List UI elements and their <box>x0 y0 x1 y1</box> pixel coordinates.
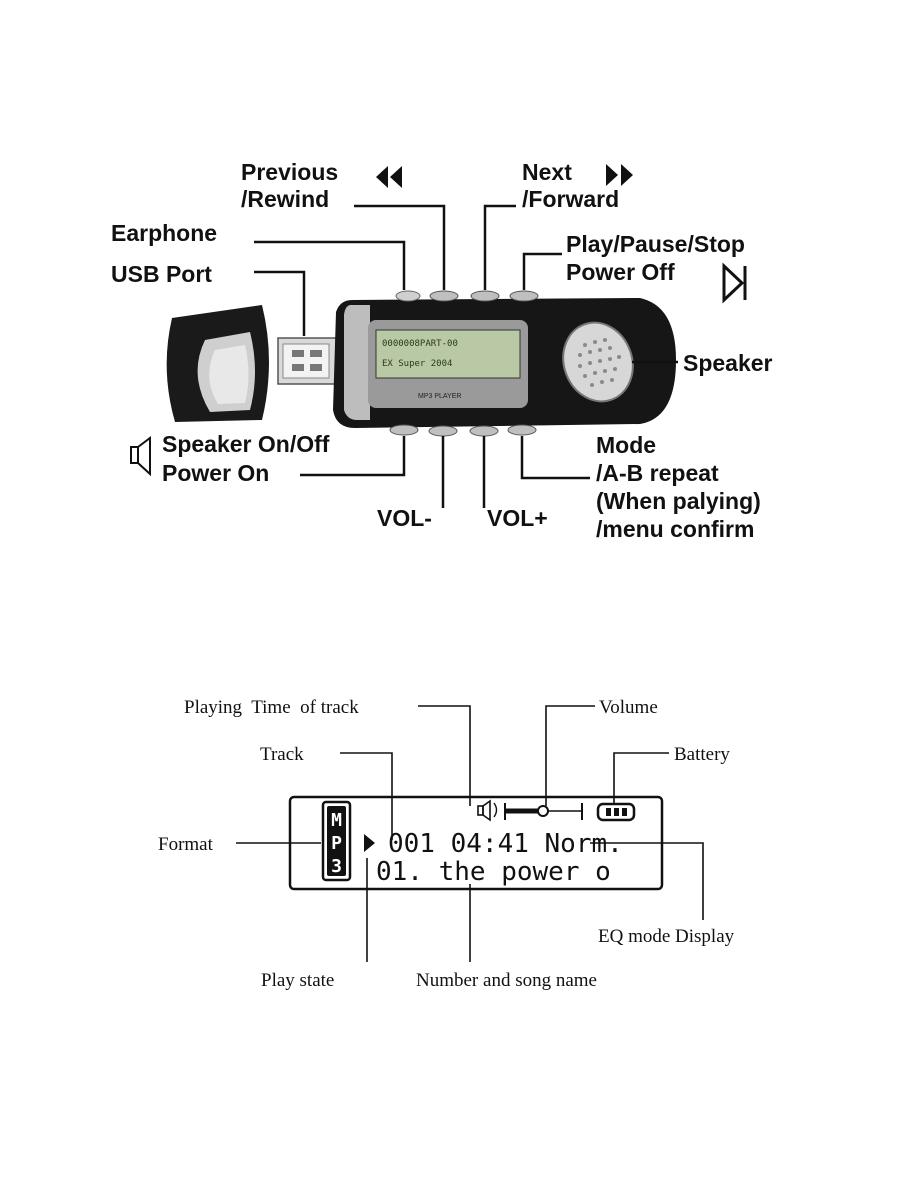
player-body: 0000008PART-00 EX Super 2004 MP3 PLAYER <box>333 290 676 437</box>
vol-plus-label: VOL+ <box>487 505 548 531</box>
vol-plus-button[interactable] <box>469 425 499 437</box>
battery-label: Battery <box>674 744 730 765</box>
mode-button[interactable] <box>507 424 537 436</box>
lcd-line1: 001 04:41 Norm. <box>388 829 623 859</box>
track-label: Track <box>260 744 304 765</box>
previous-label: Previous /Rewind <box>241 159 345 212</box>
volume-label: Volume <box>599 697 658 718</box>
forward-icon <box>606 164 633 186</box>
play-state-label: Play state <box>261 970 334 991</box>
play-pause-label: Play/Pause/Stop Power Off <box>566 231 751 285</box>
play-pause-button[interactable] <box>509 290 539 302</box>
speaker-onoff-label: Speaker On/Off Power On <box>162 431 336 486</box>
battery-icon <box>596 802 636 822</box>
device-screen-line2: EX Super 2004 <box>382 359 452 369</box>
format-letter-3: 3 <box>331 856 342 877</box>
player-leader-lines <box>254 204 678 508</box>
device-brand: MP3 PLAYER <box>418 393 461 400</box>
eq-mode-label: EQ mode Display <box>598 926 735 947</box>
next-button[interactable] <box>470 290 500 302</box>
usb-cap <box>166 305 269 422</box>
playing-time-label: Playing Time of track <box>184 697 359 718</box>
earphone-label: Earphone <box>111 220 217 246</box>
play-state-icon <box>364 834 375 852</box>
volume-icon <box>477 799 583 822</box>
lcd-figure: M P 3 001 04:41 Norm. 01. the power o <box>288 795 664 891</box>
device-screen-line1: 0000008PART-00 <box>382 339 458 349</box>
vol-minus-label: VOL- <box>377 505 432 531</box>
next-label: Next /Forward <box>522 159 619 212</box>
device-screen <box>375 329 521 379</box>
speaker-label: Speaker <box>683 350 773 376</box>
lcd-line2: 01. the power o <box>376 857 611 887</box>
usb-port-label: USB Port <box>111 261 212 287</box>
format-box: M P 3 <box>321 800 352 882</box>
format-letter-p: P <box>331 833 342 854</box>
lcd-labels: Playing Time of track Volume Track Batte… <box>158 697 735 991</box>
earphone-jack <box>395 290 421 302</box>
mp3-player-figure: 0000008PART-00 EX Super 2004 MP3 PLAYER <box>166 290 676 437</box>
play-pause-icon <box>722 262 747 304</box>
speaker-grille <box>562 321 634 403</box>
mode-label: Mode /A-B repeat (When palying) /menu co… <box>596 432 767 542</box>
player-labels: Previous /Rewind Next /Forward Earphone … <box>111 159 773 542</box>
lcd-leader-lines <box>236 705 704 962</box>
previous-button[interactable] <box>429 290 459 302</box>
speaker-onoff-button[interactable] <box>389 424 419 436</box>
usb-connector <box>277 337 337 385</box>
rewind-icon <box>376 166 402 188</box>
vol-minus-button[interactable] <box>428 425 458 437</box>
number-song-label: Number and song name <box>416 970 597 991</box>
speaker-icon <box>130 436 151 477</box>
format-letter-m: M <box>331 810 342 831</box>
format-label: Format <box>158 834 214 855</box>
